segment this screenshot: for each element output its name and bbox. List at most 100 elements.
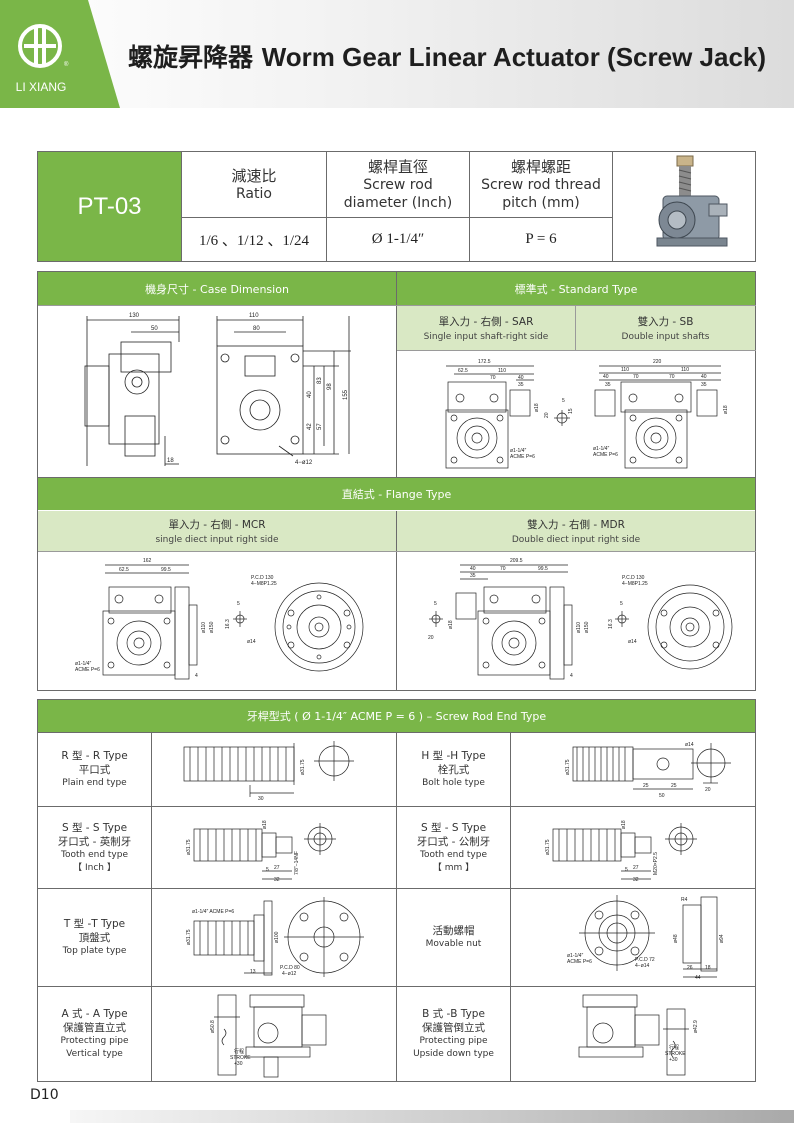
svg-text:40: 40	[701, 374, 707, 380]
sar-drawing: 172.5 62.5 110 70 40 35 ø18 20 5 15 ø1-1…	[445, 359, 574, 469]
svg-text:5: 5	[434, 601, 437, 607]
svg-text:ø14: ø14	[685, 742, 694, 748]
movable-nut-drawing: R4 ø48 ø94 P.C.D 72 4−ø14 26 18 44 ø1-1/…	[567, 895, 725, 981]
svg-text:70: 70	[490, 375, 496, 381]
svg-text:42: 42	[307, 423, 313, 430]
svg-text:16.3: 16.3	[608, 619, 614, 629]
standard-type-header: 標準式 - Standard Type	[397, 272, 755, 305]
svg-text:80: 80	[253, 326, 260, 332]
svg-text:15: 15	[568, 408, 574, 414]
svg-text:30: 30	[258, 796, 264, 802]
svg-text:ø1-1/4″ ACME P=6: ø1-1/4″ ACME P=6	[192, 909, 234, 915]
svg-text:P.C.D 130: P.C.D 130	[622, 575, 645, 581]
svg-text:40: 40	[307, 391, 313, 398]
svg-text:16.3: 16.3	[225, 619, 231, 629]
rod-type-b: B 式 -B Type 保護管倒立式 Protecting pipe Upsid…	[413, 1008, 494, 1059]
svg-text:130: 130	[129, 313, 140, 319]
svg-text:40: 40	[603, 374, 609, 380]
svg-text:行程: 行程	[669, 1044, 679, 1051]
svg-text:110: 110	[621, 367, 629, 373]
svg-text:35: 35	[605, 382, 611, 388]
svg-text:P.C.D 130: P.C.D 130	[251, 575, 274, 581]
svg-text:ø31.75: ø31.75	[186, 929, 192, 945]
svg-text:209.5: 209.5	[510, 558, 523, 564]
t-type-drawing: ø1-1/4″ ACME P=6 ø31.75 ø100 13 P.C.D 80…	[186, 897, 364, 977]
svg-text:99.5: 99.5	[538, 566, 548, 572]
svg-text:27: 27	[633, 865, 639, 871]
svg-text:ACME P=6: ACME P=6	[593, 452, 618, 458]
svg-text:4−ø14: 4−ø14	[635, 963, 650, 969]
svg-text:18: 18	[705, 965, 711, 971]
svg-text:ACME P=6: ACME P=6	[75, 667, 100, 673]
svg-text:ø14: ø14	[247, 639, 256, 645]
svg-text:ø50.8: ø50.8	[210, 1020, 216, 1033]
svg-text:35: 35	[701, 382, 707, 388]
svg-text:行程: 行程	[234, 1048, 244, 1055]
svg-text:32: 32	[274, 877, 280, 883]
svg-text:27: 27	[274, 865, 280, 871]
rod-type-s-mm: S 型 - S Type 牙口式 - 公制牙 Tooth end type 【 …	[416, 821, 491, 873]
svg-text:162: 162	[143, 558, 152, 564]
svg-text:5: 5	[620, 601, 623, 607]
case-dimension-drawing: 130 50 18 110 80 40 83 98 155 42 57 4−ø1…	[84, 313, 351, 466]
svg-text:32: 32	[633, 877, 639, 883]
svg-text:ø1-1/4″: ø1-1/4″	[510, 448, 526, 454]
mdr-drawing: 209.5 40 70 99.5 35 P.C.D 130 4−M8P1.25 …	[428, 558, 733, 680]
svg-text:155: 155	[343, 389, 349, 400]
svg-text:ø1-1/4″: ø1-1/4″	[567, 953, 583, 959]
svg-text:ø1-1/4″: ø1-1/4″	[75, 661, 91, 667]
rod-type-t: T 型 -T Type 頂盤式 Top plate type	[62, 918, 127, 956]
svg-text:25: 25	[643, 783, 649, 789]
mcr-drawing: 162 62.5 99.5 P.C.D 130 4−M8P1.25 ø110 ø…	[75, 558, 364, 680]
case-dimension-header: 機身尺寸 - Case Dimension	[38, 272, 396, 305]
rod-type-s-inch: S 型 - S Type 牙口式 - 英制牙 Tooth end type 【 …	[57, 821, 132, 873]
a-type-drawing: ø50.8 行程 STROKE +30	[210, 994, 327, 1078]
pitch-value: P = 6	[525, 231, 557, 247]
svg-text:4−M8P1.25: 4−M8P1.25	[251, 581, 277, 587]
rod-type-movable-nut: 活動螺帽 Movable nut	[425, 925, 482, 949]
svg-text:99.5: 99.5	[161, 567, 171, 573]
sb-drawing: 220 110 110 40 70 70 40 35 35 ø18 ø1-1/4…	[593, 359, 729, 469]
rod-type-r: R 型 - R Type 平口式 Plain end type	[61, 750, 128, 788]
svg-text:20: 20	[705, 787, 711, 793]
svg-text:18: 18	[167, 458, 174, 464]
svg-text:5: 5	[237, 601, 240, 607]
svg-text:7/8″−14NF: 7/8″−14NF	[294, 851, 300, 875]
svg-text:44: 44	[695, 975, 701, 981]
model-name: PT-03	[77, 192, 142, 220]
model-cell: PT-03	[38, 152, 181, 261]
svg-text:98: 98	[327, 383, 333, 390]
brand-name: LI XIANG	[16, 80, 67, 94]
diameter-header: 螺桿直徑 Screw rod diameter (Inch)	[343, 157, 453, 211]
svg-text:57: 57	[317, 423, 323, 430]
ratio-value: 1/6 、1/12 、1/24	[198, 233, 309, 249]
svg-text:172.5: 172.5	[478, 359, 491, 365]
svg-text:50: 50	[659, 793, 665, 799]
r-type-drawing: ø31.75 30	[183, 741, 354, 802]
svg-text:ø31.75: ø31.75	[545, 839, 551, 855]
svg-text:STROKE: STROKE	[665, 1051, 686, 1057]
h-type-drawing: ø14 ø31.75 25 25 50 20	[565, 742, 731, 799]
svg-text:70: 70	[633, 374, 639, 380]
svg-text:ø18: ø18	[723, 405, 729, 414]
svg-text:220: 220	[653, 359, 662, 365]
product-photo	[656, 155, 728, 247]
svg-text:25: 25	[671, 783, 677, 789]
svg-text:STROKE: STROKE	[230, 1055, 251, 1061]
page-number: D10	[30, 1087, 59, 1103]
svg-text:5: 5	[266, 867, 269, 873]
svg-text:ø18: ø18	[262, 820, 268, 829]
svg-text:+30: +30	[234, 1061, 243, 1067]
svg-text:13: 13	[250, 969, 256, 975]
svg-text:®: ®	[64, 61, 69, 68]
svg-text:35: 35	[518, 382, 524, 388]
svg-text:+30: +30	[669, 1057, 678, 1063]
svg-text:P.C.D 80: P.C.D 80	[280, 965, 300, 971]
footer-bar	[70, 1110, 794, 1123]
sb-header: 雙入力 - SB Double input shafts	[576, 306, 755, 350]
s-mm-drawing: ø18 ø31.75 5 27 32 M20×P2.5	[545, 820, 697, 883]
svg-text:ø31.75: ø31.75	[300, 759, 306, 775]
svg-text:83: 83	[317, 377, 323, 384]
svg-text:70: 70	[500, 566, 506, 572]
svg-text:ø18: ø18	[621, 820, 627, 829]
